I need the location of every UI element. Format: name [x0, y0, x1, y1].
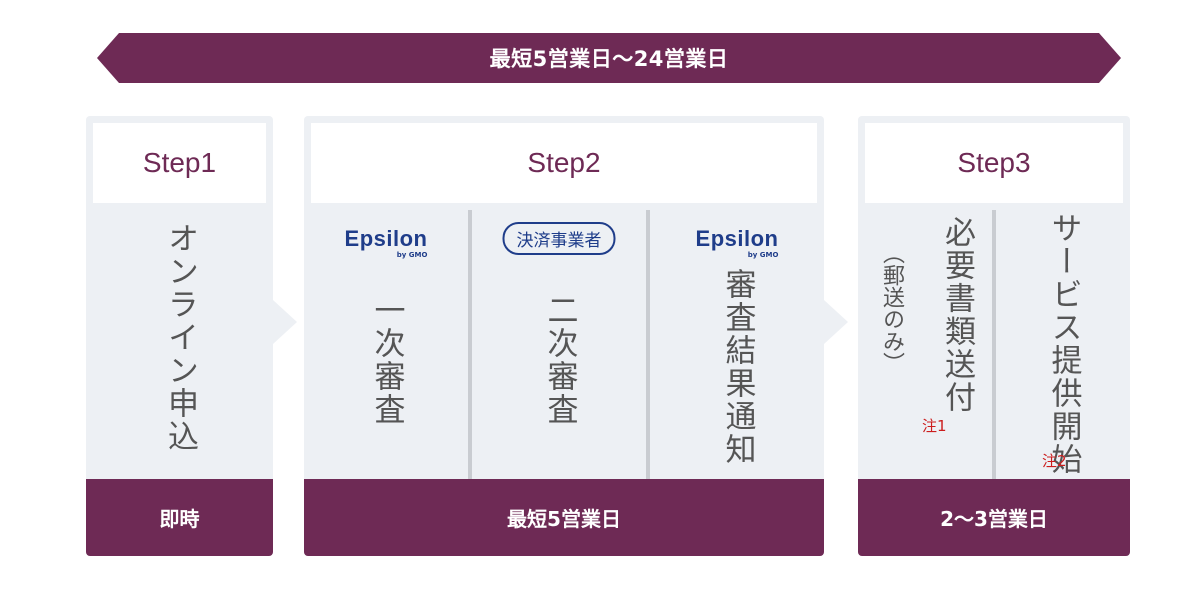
- note-2: 注2: [1042, 452, 1067, 470]
- step2-panel: Step2 Epsilon by GMO 一次審査 決済事業者 二次審査 Eps…: [304, 116, 824, 556]
- column-divider: [992, 210, 996, 479]
- step3-title: Step3: [865, 123, 1123, 203]
- step2-text-3: 審査結果通知: [719, 268, 756, 466]
- note-1: 注1: [922, 417, 947, 435]
- arrow-step1-to-step2: [273, 300, 297, 344]
- step1-panel: Step1 オンライン申込 即時: [86, 116, 273, 556]
- column-divider: [646, 210, 650, 479]
- timeline-banner: 最短5営業日〜24営業日: [97, 33, 1121, 83]
- step2-duration: 最短5営業日: [304, 479, 824, 556]
- step2-column-2: 決済事業者 二次審査: [472, 210, 646, 479]
- epsilon-logo: Epsilon by GMO: [695, 226, 779, 260]
- step2-title: Step2: [311, 123, 817, 203]
- step3-text-1: 必要書類送付: [939, 216, 975, 414]
- arrow-step2-to-step3: [824, 300, 848, 344]
- column-divider: [468, 210, 472, 479]
- step2-text-1: 一次審査: [368, 294, 405, 426]
- step2-column-3: Epsilon by GMO 審査結果通知: [650, 210, 824, 479]
- step2-column-1: Epsilon by GMO 一次審査: [304, 210, 468, 479]
- step3-column-2: サービス提供開始 注2: [996, 210, 1130, 479]
- epsilon-logo: Epsilon by GMO: [344, 226, 428, 260]
- step2-duration-label: 最短5営業日: [507, 507, 621, 531]
- step3-subtext-1: （郵送のみ）: [879, 242, 904, 374]
- step2-text-2: 二次審査: [541, 294, 578, 426]
- step1-duration-label: 即時: [159, 507, 200, 531]
- step1-title: Step1: [93, 123, 266, 203]
- timeline-banner-label: 最短5営業日〜24営業日: [489, 47, 729, 71]
- step1-column: オンライン申込: [86, 210, 273, 479]
- step3-duration-label: 2〜3営業日: [940, 507, 1048, 531]
- step3-duration: 2〜3営業日: [858, 479, 1130, 556]
- step1-duration: 即時: [86, 479, 273, 556]
- step3-column-1: 必要書類送付 （郵送のみ） 注1: [858, 210, 992, 479]
- step3-text-2: サービス提供開始: [1045, 212, 1082, 476]
- payment-provider-badge: 決済事業者: [502, 222, 616, 255]
- step3-panel: Step3 必要書類送付 （郵送のみ） 注1 サービス提供開始 注2 2〜3営業…: [858, 116, 1130, 556]
- step1-text: オンライン申込: [162, 222, 198, 453]
